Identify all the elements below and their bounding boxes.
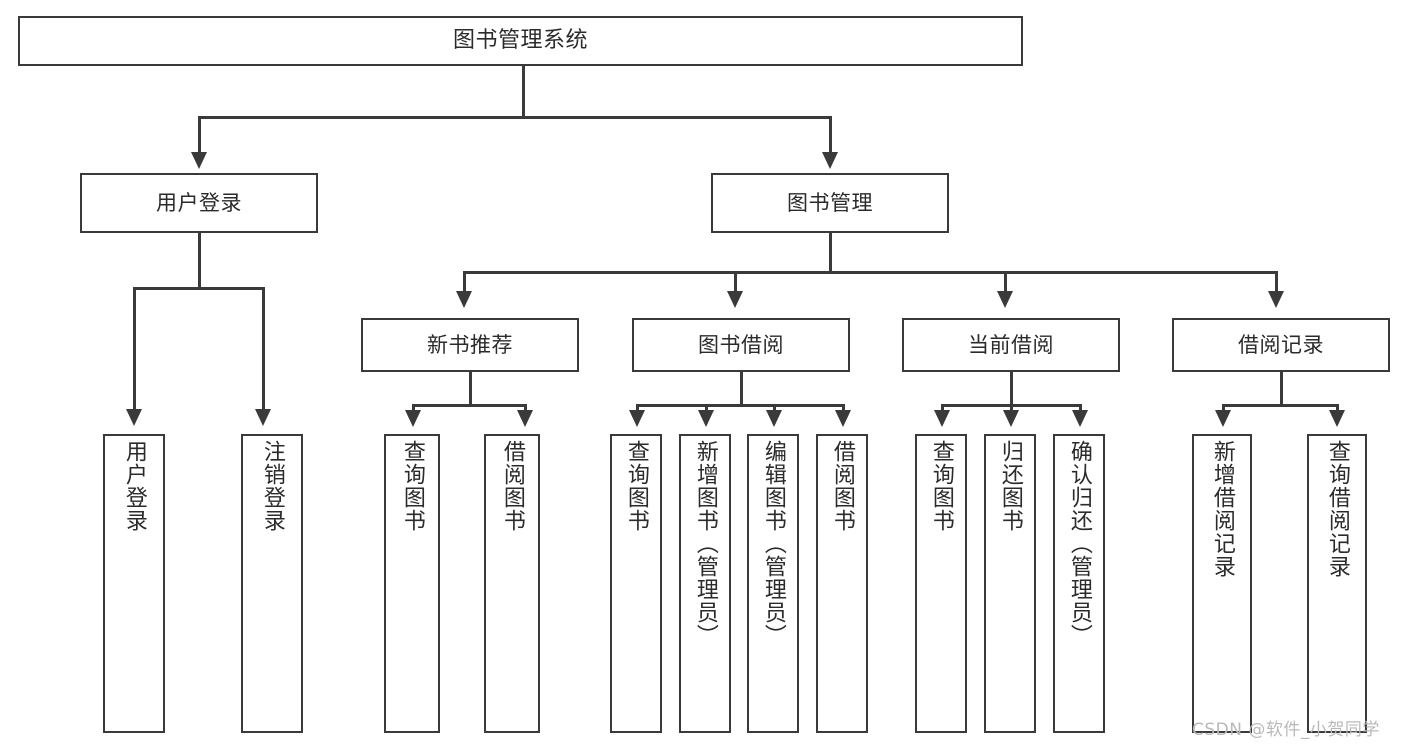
leaf-book-borrow-query[interactable]: 查询图书 (610, 434, 662, 733)
node-user-login[interactable]: 用户登录 (80, 173, 318, 233)
connector-user-login-drop-1 (133, 287, 136, 409)
leaf-borrow-record-add[interactable]: 新增借阅记录 (1192, 434, 1252, 733)
connector-to-borrow-record (1275, 271, 1278, 291)
arrow-to-user-login (191, 152, 207, 169)
connector-level3-bar (463, 271, 1277, 274)
node-label: 借阅记录 (1238, 332, 1324, 357)
arrow-to-new-book (456, 291, 472, 308)
connector-book-borrow-drop-3 (773, 404, 776, 412)
node-label: 借阅图书 (829, 440, 855, 532)
leaf-borrow-record-query[interactable]: 查询借阅记录 (1307, 434, 1367, 733)
connector-user-login-bar (133, 287, 264, 290)
connector-book-borrow-bar (636, 404, 844, 407)
arrow-book-borrow-leaf-4 (835, 410, 851, 427)
leaf-book-borrow-edit[interactable]: 编辑图书（管理员） (747, 434, 799, 733)
node-label: 归还图书 (997, 440, 1023, 532)
node-label: 新书推荐 (427, 332, 513, 357)
connector-root-bar (198, 116, 832, 119)
node-label: 查询图书 (928, 440, 954, 532)
node-root-system[interactable]: 图书管理系统 (18, 16, 1023, 66)
connector-to-current-borrow (1004, 271, 1007, 291)
connector-borrow-record-bar (1222, 404, 1338, 407)
connector-book-borrow-stem (740, 372, 743, 406)
arrow-to-current-borrow (997, 291, 1013, 308)
node-current-borrow[interactable]: 当前借阅 (902, 318, 1120, 372)
connector-current-borrow-drop-1 (941, 404, 944, 412)
leaf-new-book-borrow[interactable]: 借阅图书 (484, 434, 540, 733)
node-label: 查询图书 (623, 440, 649, 532)
leaf-current-borrow-return[interactable]: 归还图书 (984, 434, 1036, 733)
connector-to-book-mgmt (829, 116, 832, 152)
node-label: 新增借阅记录 (1209, 440, 1235, 578)
node-book-management[interactable]: 图书管理 (711, 173, 949, 233)
connector-new-book-drop-1 (412, 404, 415, 412)
node-label: 用户登录 (121, 440, 147, 532)
leaf-user-login-logout[interactable]: 注销登录 (241, 434, 303, 733)
connector-borrow-record-stem (1280, 372, 1283, 406)
connector-book-borrow-drop-1 (636, 404, 639, 412)
connector-to-book-borrow (734, 271, 737, 291)
connector-borrow-record-drop-1 (1222, 404, 1225, 412)
node-label: 用户登录 (156, 190, 242, 215)
node-label: 当前借阅 (968, 332, 1054, 357)
arrow-to-book-borrow (727, 291, 743, 308)
arrow-book-borrow-leaf-1 (629, 410, 645, 427)
leaf-new-book-query[interactable]: 查询图书 (384, 434, 440, 733)
node-label: 图书借阅 (698, 332, 784, 357)
connector-book-borrow-drop-2 (705, 404, 708, 412)
csdn-watermark: CSDN @软件_小贺同学 (1192, 720, 1380, 740)
node-label: 注销登录 (259, 440, 285, 532)
leaf-current-borrow-query[interactable]: 查询图书 (915, 434, 967, 733)
node-borrow-record[interactable]: 借阅记录 (1172, 318, 1390, 372)
arrow-current-borrow-leaf-1 (934, 410, 950, 427)
leaf-user-login-login[interactable]: 用户登录 (103, 434, 165, 733)
node-label: 借阅图书 (499, 440, 525, 532)
arrow-borrow-record-leaf-2 (1329, 410, 1345, 427)
node-label: 编辑图书（管理员） (760, 440, 786, 647)
leaf-current-borrow-confirm[interactable]: 确认归还（管理员） (1053, 434, 1105, 733)
leaf-book-borrow-add[interactable]: 新增图书（管理员） (679, 434, 731, 733)
connector-root-stem (522, 66, 525, 118)
connector-new-book-stem (469, 372, 472, 406)
connector-new-book-drop-2 (524, 404, 527, 412)
connector-user-login-drop-2 (262, 287, 265, 409)
arrow-current-borrow-leaf-3 (1072, 410, 1088, 427)
connector-current-borrow-stem (1010, 372, 1013, 406)
node-label: 查询图书 (399, 440, 425, 532)
node-label: 确认归还（管理员） (1066, 440, 1092, 647)
node-book-borrow[interactable]: 图书借阅 (632, 318, 850, 372)
connector-current-borrow-drop-2 (1010, 404, 1013, 412)
node-label: 查询借阅记录 (1324, 440, 1350, 578)
arrow-book-borrow-leaf-2 (698, 410, 714, 427)
node-new-book-recommend[interactable]: 新书推荐 (361, 318, 579, 372)
arrow-new-book-leaf-1 (405, 410, 421, 427)
connector-borrow-record-drop-2 (1336, 404, 1339, 412)
connector-book-mgmt-stem (829, 233, 832, 273)
connector-to-user-login (198, 116, 201, 152)
node-label: 图书管理系统 (452, 28, 588, 54)
arrow-user-login-leaf-1 (126, 409, 142, 426)
connector-new-book-bar (412, 404, 527, 407)
arrow-borrow-record-leaf-1 (1215, 410, 1231, 427)
connector-user-login-stem (198, 233, 201, 289)
arrow-current-borrow-leaf-2 (1003, 410, 1019, 427)
connector-book-borrow-drop-4 (842, 404, 845, 412)
arrow-to-book-mgmt (822, 152, 838, 169)
connector-to-new-book (463, 271, 466, 291)
arrow-book-borrow-leaf-3 (766, 410, 782, 427)
node-label: 图书管理 (787, 190, 873, 215)
connector-current-borrow-drop-3 (1079, 404, 1082, 412)
arrow-user-login-leaf-2 (255, 409, 271, 426)
arrow-to-borrow-record (1268, 291, 1284, 308)
node-label: 新增图书（管理员） (692, 440, 718, 647)
arrow-new-book-leaf-2 (517, 410, 533, 427)
leaf-book-borrow-lend[interactable]: 借阅图书 (816, 434, 868, 733)
